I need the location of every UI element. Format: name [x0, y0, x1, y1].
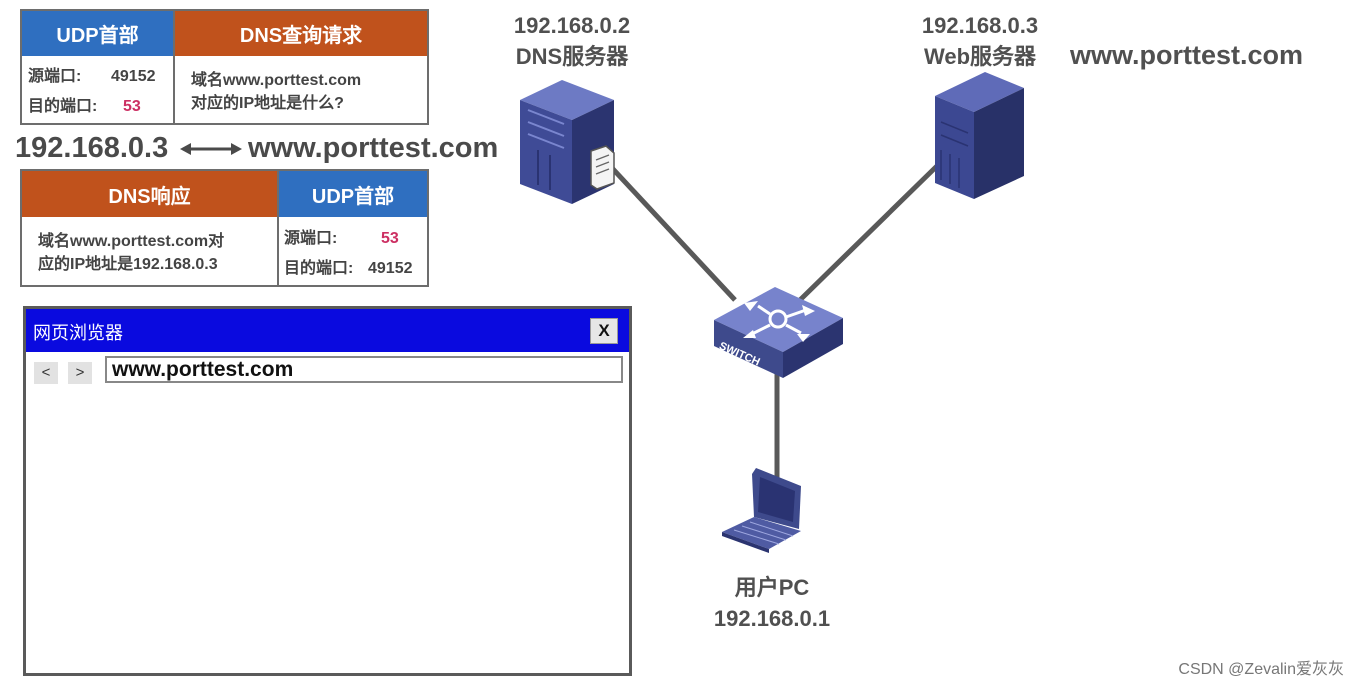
- query-question-line2: 对应的IP地址是什么?: [191, 95, 344, 112]
- dns-server-name: DNS服务器: [515, 44, 629, 69]
- web-server-domain: www.porttest.com: [1070, 40, 1304, 70]
- laptop-icon: [722, 468, 801, 553]
- switch-icon: [714, 287, 843, 378]
- response-answer-line1: 域名www.porttest.com对: [38, 233, 225, 250]
- link-web-switch: [798, 163, 940, 302]
- dns-query-label: DNS查询请求: [175, 11, 427, 56]
- dst-port-label: 目的端口:: [284, 260, 354, 277]
- browser-title: 网页浏览器: [33, 323, 123, 343]
- dns-server-label: 192.168.0.2 DNS服务器: [492, 10, 652, 72]
- dns-response-packet: DNS响应 UDP首部 域名www.porttest.com对 应的IP地址是1…: [20, 169, 429, 287]
- udp-header-label: UDP首部: [22, 11, 173, 56]
- packet-divider: [173, 11, 175, 123]
- udp-header-label: UDP首部: [279, 171, 427, 217]
- dns-response-label: DNS响应: [22, 171, 277, 217]
- web-browser-window: 网页浏览器 X < > www.porttest.com: [23, 306, 632, 676]
- query-question-line1: 域名www.porttest.com: [191, 72, 362, 89]
- dns-server-ip: 192.168.0.2: [513, 13, 631, 38]
- user-pc-label: 用户PC 192.168.0.1: [692, 572, 852, 634]
- mapping-domain: www.porttest.com: [248, 132, 499, 164]
- address-bar[interactable]: www.porttest.com: [105, 356, 623, 383]
- src-port-label: 源端口:: [28, 68, 82, 85]
- dst-port-value: 53: [123, 98, 141, 115]
- link-dns-switch: [610, 166, 737, 302]
- src-port-label: 源端口:: [284, 230, 338, 247]
- web-server-label: 192.168.0.3 Web服务器: [900, 10, 1060, 72]
- web-server-icon: [935, 72, 1024, 199]
- dst-port-label: 目的端口:: [28, 98, 98, 115]
- mapping-ip: 192.168.0.3: [15, 132, 169, 164]
- back-button[interactable]: <: [34, 362, 58, 384]
- packet-divider: [277, 171, 279, 285]
- watermark: CSDN @Zevalin爱灰灰: [1178, 661, 1344, 678]
- response-answer-line2: 应的IP地址是192.168.0.3: [38, 256, 218, 273]
- src-port-value: 49152: [111, 68, 156, 85]
- web-server-ip: 192.168.0.3: [921, 13, 1039, 38]
- browser-titlebar: 网页浏览器 X: [26, 309, 629, 352]
- forward-button[interactable]: >: [68, 362, 92, 384]
- user-pc-ip: 192.168.0.1: [713, 606, 831, 631]
- web-server-name: Web服务器: [923, 44, 1037, 69]
- user-pc-name: 用户PC: [734, 575, 810, 600]
- dns-query-packet: UDP首部 DNS查询请求 源端口: 49152 目的端口: 53 域名www.…: [20, 9, 429, 125]
- src-port-value: 53: [381, 230, 399, 247]
- dns-server-icon: [520, 80, 615, 204]
- close-button[interactable]: X: [590, 318, 618, 344]
- dst-port-value: 49152: [368, 260, 413, 277]
